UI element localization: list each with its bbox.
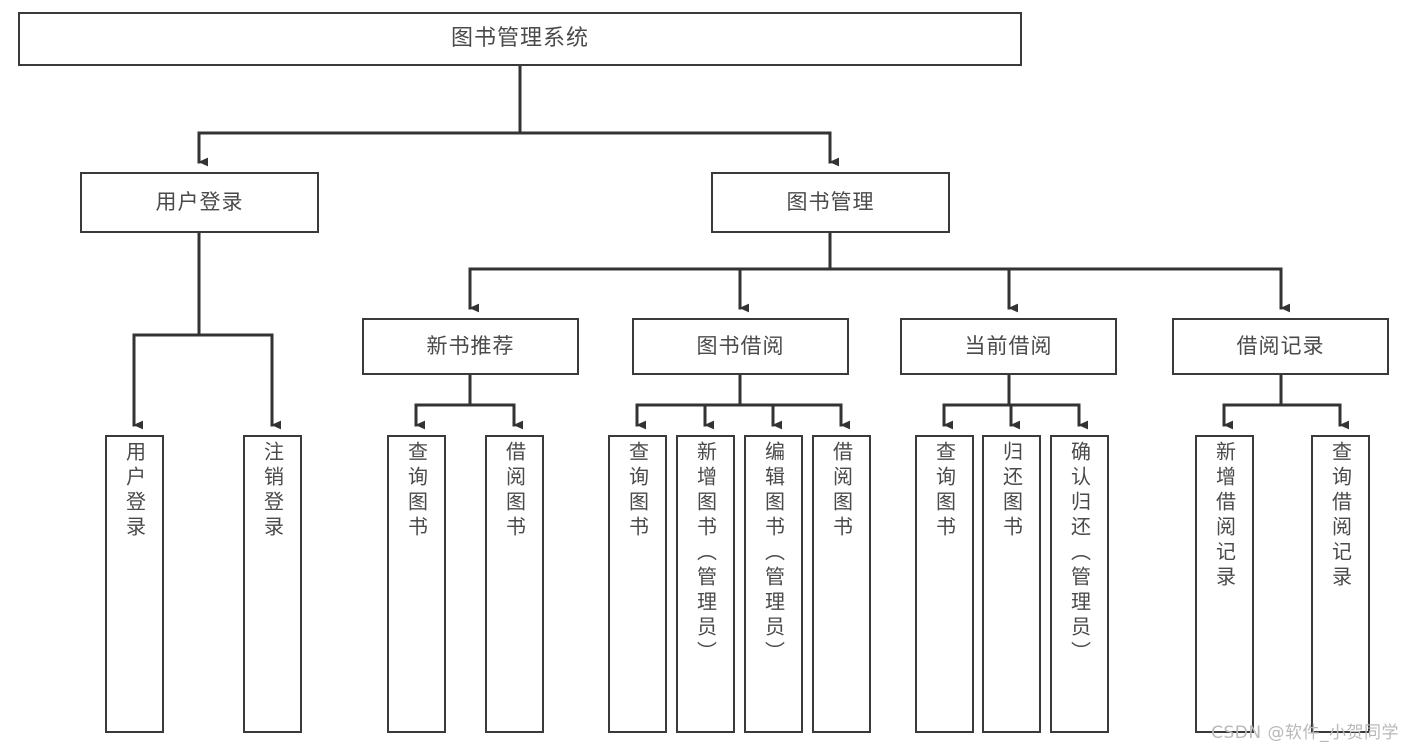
node-label: 确认归还（管理员） bbox=[1067, 441, 1092, 666]
node-leaf-current-borrow-return[interactable]: 归还图书 bbox=[982, 435, 1041, 733]
node-label: 当前借阅 bbox=[964, 334, 1053, 359]
node-book-borrow[interactable]: 图书借阅 bbox=[632, 318, 849, 375]
node-label: 借阅图书 bbox=[502, 441, 527, 541]
node-label: 图书借阅 bbox=[696, 334, 785, 359]
node-leaf-book-borrow-add[interactable]: 新增图书（管理员） bbox=[676, 435, 735, 733]
node-new-book-recommendation[interactable]: 新书推荐 bbox=[362, 318, 579, 375]
node-label: 新增图书（管理员） bbox=[693, 441, 718, 666]
node-label: 借阅记录 bbox=[1236, 334, 1325, 359]
node-leaf-current-borrow-query[interactable]: 查询图书 bbox=[915, 435, 974, 733]
node-label: 查询图书 bbox=[932, 441, 957, 541]
node-label: 注销登录 bbox=[260, 441, 285, 541]
node-user-login[interactable]: 用户登录 bbox=[80, 172, 319, 233]
node-leaf-book-borrow-borrow[interactable]: 借阅图书 bbox=[812, 435, 871, 733]
node-label: 查询图书 bbox=[625, 441, 650, 541]
node-leaf-user-login-logout[interactable]: 注销登录 bbox=[243, 435, 302, 733]
node-label: 用户登录 bbox=[122, 441, 147, 541]
node-current-borrow[interactable]: 当前借阅 bbox=[900, 318, 1117, 375]
node-leaf-new-book-query[interactable]: 查询图书 bbox=[387, 435, 446, 733]
node-leaf-book-borrow-query[interactable]: 查询图书 bbox=[608, 435, 667, 733]
watermark-text: CSDN @软件_小贺同学 bbox=[1211, 723, 1399, 743]
node-leaf-current-borrow-confirm-return[interactable]: 确认归还（管理员） bbox=[1050, 435, 1109, 733]
node-leaf-book-borrow-edit[interactable]: 编辑图书（管理员） bbox=[744, 435, 803, 733]
node-label: 用户登录 bbox=[155, 190, 244, 215]
node-label: 借阅图书 bbox=[829, 441, 854, 541]
node-leaf-user-login-login[interactable]: 用户登录 bbox=[105, 435, 164, 733]
node-leaf-borrow-record-query[interactable]: 查询借阅记录 bbox=[1311, 435, 1370, 733]
node-label: 编辑图书（管理员） bbox=[761, 441, 786, 666]
node-label: 图书管理 bbox=[786, 190, 875, 215]
node-root-book-management-system[interactable]: 图书管理系统 bbox=[18, 12, 1022, 66]
node-book-management[interactable]: 图书管理 bbox=[711, 172, 950, 233]
node-borrow-record[interactable]: 借阅记录 bbox=[1172, 318, 1389, 375]
node-leaf-new-book-borrow[interactable]: 借阅图书 bbox=[485, 435, 544, 733]
node-label: 新增借阅记录 bbox=[1212, 441, 1237, 591]
node-label: 查询图书 bbox=[404, 441, 429, 541]
node-label: 查询借阅记录 bbox=[1328, 441, 1353, 591]
node-label: 图书管理系统 bbox=[450, 26, 589, 52]
node-leaf-borrow-record-add[interactable]: 新增借阅记录 bbox=[1195, 435, 1254, 733]
node-label: 归还图书 bbox=[999, 441, 1024, 541]
node-label: 新书推荐 bbox=[426, 334, 515, 359]
